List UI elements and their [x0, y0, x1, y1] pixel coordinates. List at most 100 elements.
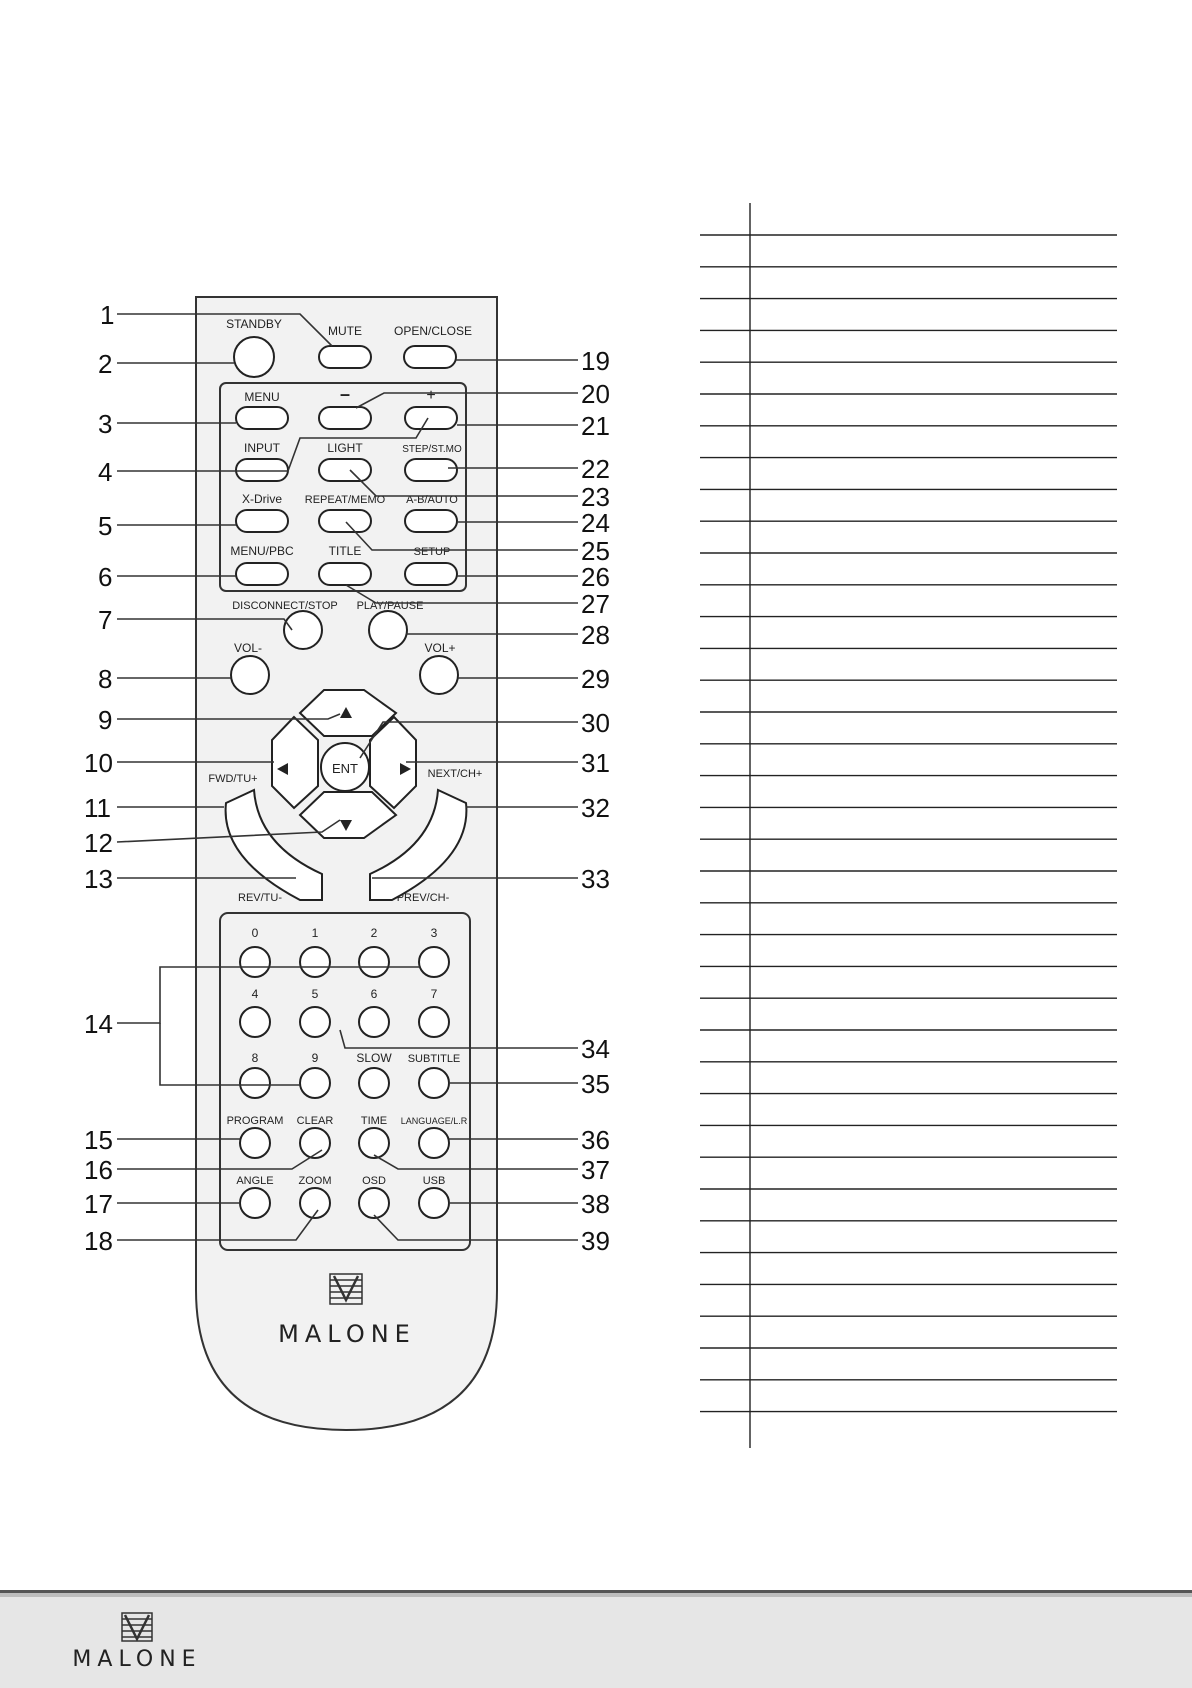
leader-25 — [345, 521, 578, 551]
vol-minus-button[interactable] — [230, 655, 270, 695]
usb-button[interactable] — [418, 1187, 450, 1219]
slow-label: SLOW — [356, 1051, 392, 1065]
angle-button[interactable] — [239, 1187, 271, 1219]
callout-35: 35 — [581, 1069, 610, 1099]
menu-pbc-button[interactable] — [235, 562, 289, 586]
digit-8-button[interactable] — [239, 1067, 271, 1099]
left-button[interactable] — [271, 715, 319, 810]
right-button[interactable] — [369, 715, 417, 810]
callout-15: 15 — [84, 1125, 113, 1155]
minus-button[interactable] — [318, 406, 372, 430]
up-arrow-icon — [340, 707, 352, 718]
menu-button[interactable] — [235, 406, 289, 430]
callout-39: 39 — [581, 1226, 610, 1256]
callout-7: 7 — [98, 605, 112, 635]
callout-37: 37 — [581, 1155, 610, 1185]
subtitle-label: SUBTITLE — [408, 1053, 461, 1065]
footer-brand-text: MALONE — [72, 1647, 202, 1672]
down-button[interactable] — [298, 791, 398, 839]
language-label: LANGUAGE/L.R — [401, 1116, 468, 1126]
callout-10: 10 — [84, 748, 113, 778]
menu-pbc-label: MENU/PBC — [230, 544, 294, 558]
callout-22: 22 — [581, 454, 610, 484]
callout-8: 8 — [98, 664, 112, 694]
digit-6-label: 6 — [371, 987, 378, 1001]
digit-2-button[interactable] — [358, 946, 390, 978]
slow-button[interactable] — [358, 1067, 390, 1099]
callout-6: 6 — [98, 562, 112, 592]
digit-0-button[interactable] — [239, 946, 271, 978]
leader-1 — [117, 313, 333, 347]
leader-18 — [117, 1209, 319, 1241]
input-label: INPUT — [244, 441, 281, 455]
zoom-button[interactable] — [299, 1187, 331, 1219]
leader-37 — [373, 1154, 578, 1170]
program-button[interactable] — [239, 1127, 271, 1159]
standby-button[interactable] — [233, 336, 275, 378]
title-label: TITLE — [329, 544, 362, 558]
leader-39 — [373, 1214, 578, 1241]
digit-3-button[interactable] — [418, 946, 450, 978]
minus-label: – — [340, 384, 350, 404]
callout-12: 12 — [84, 828, 113, 858]
leader-34 — [339, 1029, 578, 1049]
digit-5-button[interactable] — [299, 1006, 331, 1038]
setup-button[interactable] — [404, 562, 458, 586]
callout-36: 36 — [581, 1125, 610, 1155]
malone-m-icon — [329, 1273, 363, 1305]
callout-17: 17 — [84, 1189, 113, 1219]
light-label: LIGHT — [327, 441, 363, 455]
xdrive-label: X-Drive — [242, 492, 282, 506]
callout-21: 21 — [581, 411, 610, 441]
title-button[interactable] — [318, 562, 372, 586]
prev-label: PREV/CH- — [397, 892, 450, 904]
clear-button[interactable] — [299, 1127, 331, 1159]
time-button[interactable] — [358, 1127, 390, 1159]
digit-5-label: 5 — [312, 987, 319, 1001]
digit-1-button[interactable] — [299, 946, 331, 978]
language-button[interactable] — [418, 1127, 450, 1159]
callout-18: 18 — [84, 1226, 113, 1256]
digit-8-label: 8 — [252, 1051, 259, 1065]
play-pause-button[interactable] — [368, 610, 408, 650]
callout-38: 38 — [581, 1189, 610, 1219]
osd-label: OSD — [362, 1175, 386, 1187]
angle-label: ANGLE — [236, 1175, 273, 1187]
leader-30 — [359, 721, 578, 759]
repeat-button[interactable] — [318, 509, 372, 533]
osd-button[interactable] — [358, 1187, 390, 1219]
step-button[interactable] — [404, 458, 458, 482]
digit-6-button[interactable] — [358, 1006, 390, 1038]
top-cluster-frame — [219, 382, 467, 592]
xdrive-button[interactable] — [235, 509, 289, 533]
light-button[interactable] — [318, 458, 372, 482]
subtitle-button[interactable] — [418, 1067, 450, 1099]
digit-4-button[interactable] — [239, 1006, 271, 1038]
open-close-button[interactable] — [403, 345, 457, 369]
disconnect-stop-button[interactable] — [283, 610, 323, 650]
menu-label: MENU — [244, 390, 279, 404]
time-label: TIME — [361, 1115, 387, 1127]
plus-button[interactable] — [404, 406, 458, 430]
input-button[interactable] — [235, 458, 289, 482]
callout-1: 1 — [100, 300, 114, 330]
legend-table — [700, 203, 1117, 1448]
fwd-label: FWD/TU+ — [208, 773, 257, 785]
ab-button[interactable] — [404, 509, 458, 533]
callout-26: 26 — [581, 562, 610, 592]
numpad-frame — [219, 912, 471, 1251]
remote-brand-text: MALONE — [278, 1320, 416, 1348]
rev-label: REV/TU- — [238, 892, 282, 904]
ent-button[interactable] — [320, 742, 370, 792]
callout-14: 14 — [84, 1009, 113, 1039]
vol-plus-button[interactable] — [419, 655, 459, 695]
fwd-rev-button[interactable] — [224, 788, 323, 901]
callout-2: 2 — [98, 349, 112, 379]
down-arrow-icon — [340, 820, 352, 831]
digit-7-button[interactable] — [418, 1006, 450, 1038]
callout-9: 9 — [98, 705, 112, 735]
callout-27: 27 — [581, 589, 610, 619]
digit-9-button[interactable] — [299, 1067, 331, 1099]
mute-button[interactable] — [318, 345, 372, 369]
next-prev-button[interactable] — [369, 788, 468, 901]
